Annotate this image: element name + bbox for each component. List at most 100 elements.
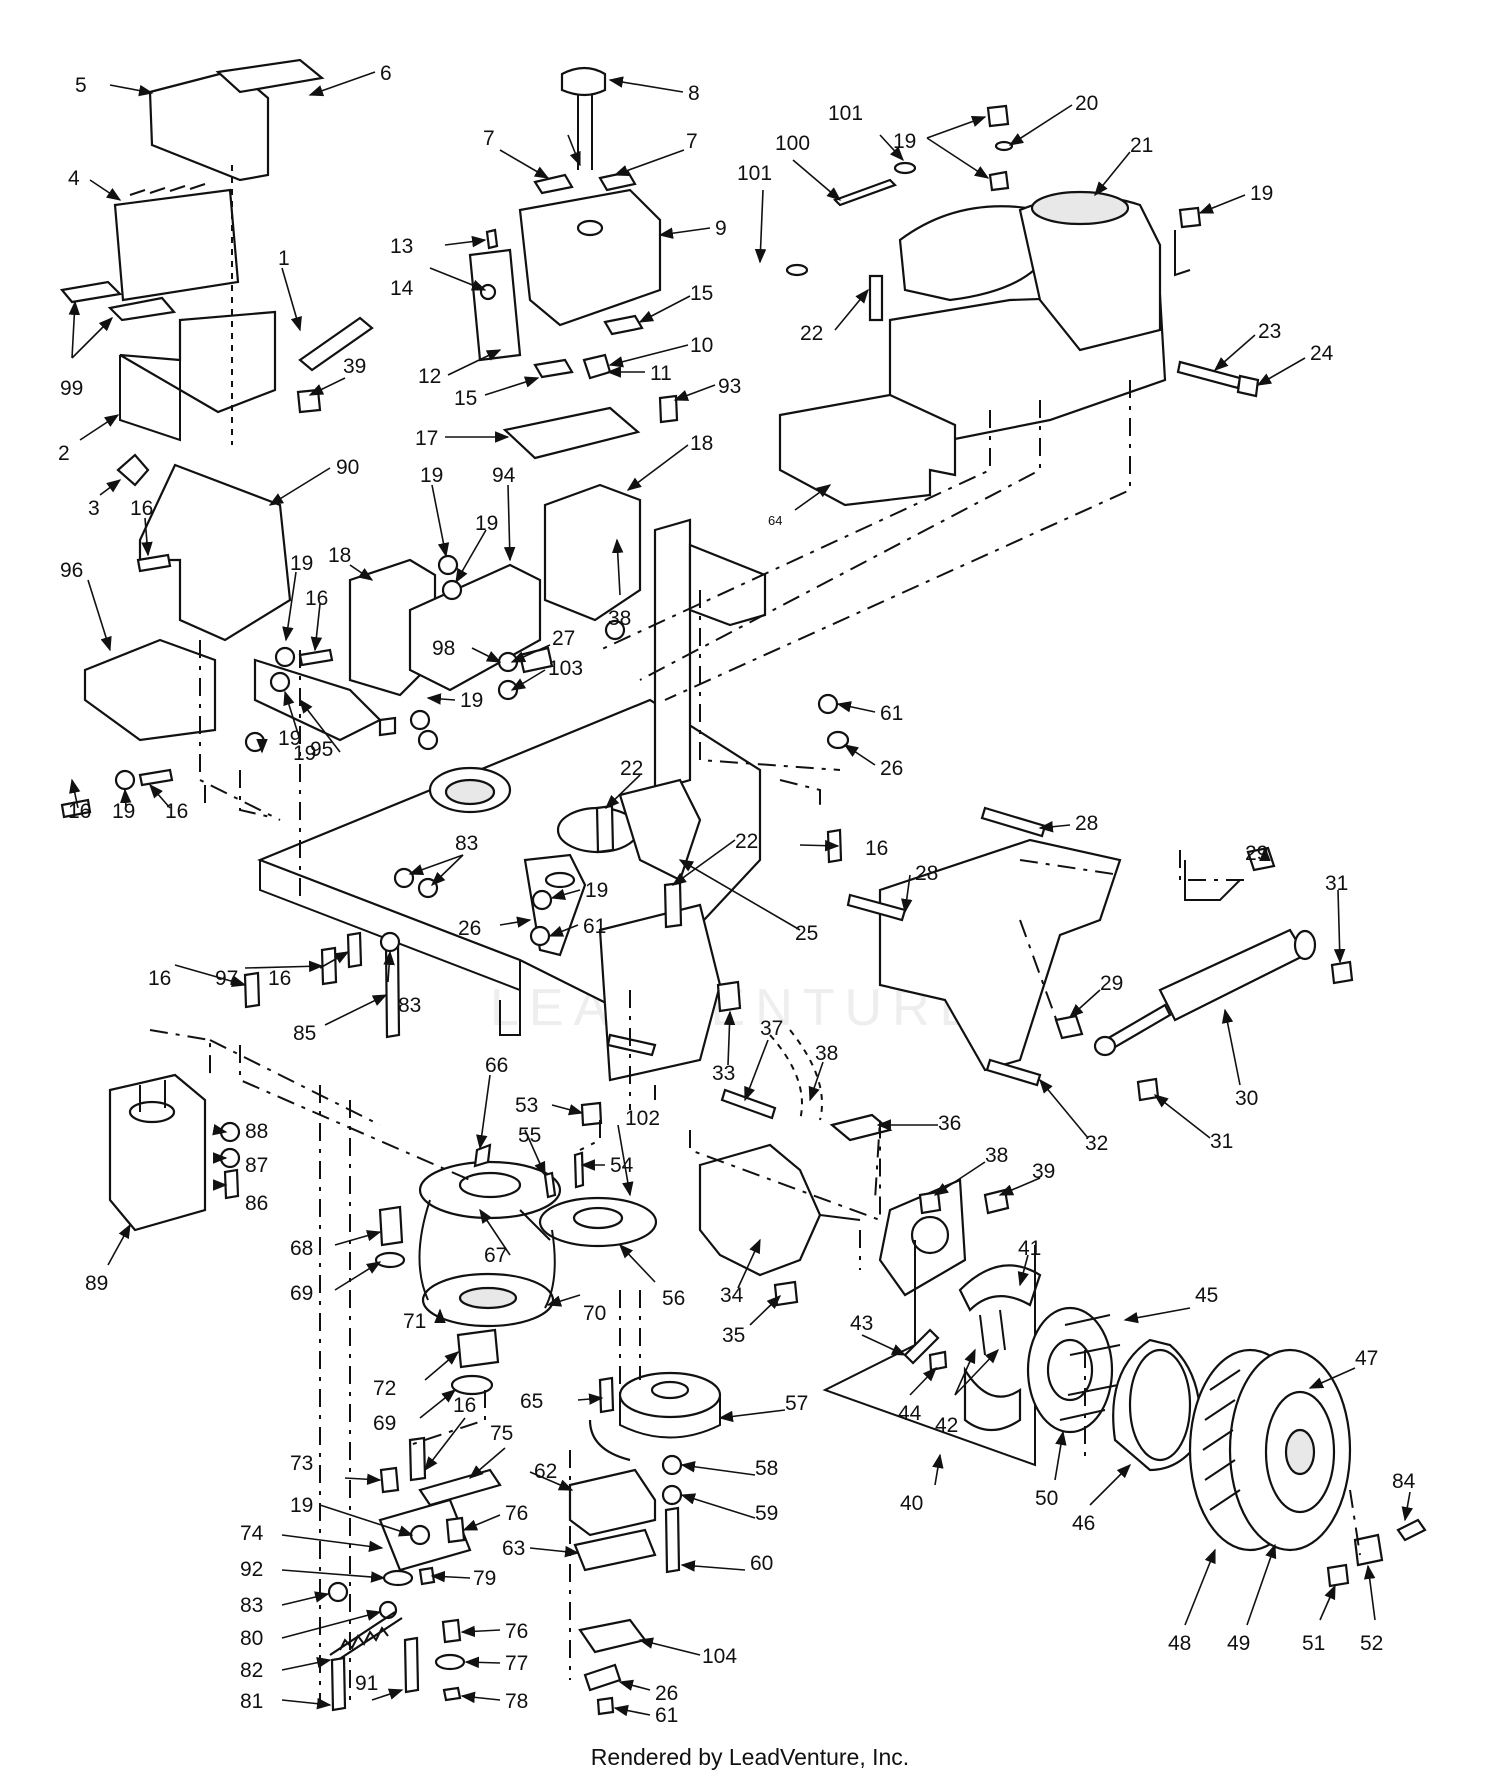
- clutch-group: [568, 1178, 1042, 1716]
- callout-91: 91: [355, 1672, 378, 1695]
- clip-36: [829, 1113, 893, 1142]
- callout-53: 53: [515, 1094, 538, 1117]
- battery-pad-right: [107, 296, 177, 322]
- callout-16-b: 16: [305, 587, 328, 610]
- callout-68: 68: [290, 1237, 313, 1260]
- bolt-16-c: [138, 768, 174, 787]
- callout-46: 46: [1072, 1512, 1095, 1535]
- callout-21: 21: [1130, 134, 1153, 157]
- engine-bolt-22-top: [868, 274, 884, 322]
- battery-group: [59, 58, 374, 487]
- nut-19-engine-a: [986, 104, 1010, 128]
- bolt-81: [330, 1656, 347, 1712]
- callout-101-a: 101: [737, 162, 772, 185]
- callout-54: 54: [610, 1154, 634, 1177]
- callout-28-b: 28: [915, 862, 938, 885]
- callout-59: 59: [755, 1502, 778, 1525]
- callout-101-b: 101: [828, 102, 863, 125]
- callout-38-c: 38: [985, 1144, 1008, 1167]
- callout-19-j: 19: [585, 879, 608, 902]
- callout-5: 5: [75, 74, 87, 97]
- tank-pad-c: [603, 314, 644, 336]
- engine-nut-24: [1236, 374, 1260, 398]
- bolt-16-f: [243, 971, 261, 1009]
- bracket-90: [138, 463, 292, 642]
- bushing-29-lower: [1054, 1014, 1084, 1040]
- callout-19-d: 19: [460, 689, 483, 712]
- callout-81: 81: [240, 1690, 263, 1713]
- battery: [113, 188, 240, 302]
- screw-13: [485, 228, 499, 250]
- nut-31-lower: [1136, 1077, 1160, 1102]
- bolt-28-upper: [980, 806, 1047, 838]
- brake-shoe-41: [958, 1264, 1042, 1312]
- callout-51: 51: [1302, 1632, 1325, 1655]
- key-66: [473, 1143, 492, 1168]
- callout-19-h: 19: [893, 130, 916, 153]
- callout-83-a: 83: [455, 832, 478, 855]
- bolt-102: [606, 1033, 657, 1057]
- stud-79: [418, 1566, 436, 1586]
- tank-mount-plate: [502, 406, 641, 460]
- callout-56: 56: [662, 1287, 685, 1310]
- nut-35: [773, 1280, 799, 1307]
- callout-29-a: 29: [1245, 842, 1268, 865]
- drive-group: [108, 980, 893, 1396]
- nut-61-lower: [596, 1696, 615, 1716]
- engine-group: [778, 104, 1260, 507]
- callout-26-a: 26: [880, 757, 903, 780]
- hydro-motor-34: [698, 1143, 822, 1277]
- callout-16-d: 16: [165, 800, 188, 823]
- bolt-16-g: [346, 931, 363, 969]
- bolt-65: [598, 1376, 615, 1414]
- callout-102: 102: [625, 1107, 660, 1130]
- bolt-86: [223, 1168, 240, 1200]
- callout-30: 30: [1235, 1087, 1258, 1110]
- callout-89: 89: [85, 1272, 108, 1295]
- callout-15-b: 15: [454, 387, 477, 410]
- callout-34: 34: [720, 1284, 744, 1307]
- bolt-22-b: [663, 881, 683, 929]
- callout-58: 58: [755, 1457, 778, 1480]
- bolt-16-d: [60, 798, 92, 819]
- callout-7-b: 7: [686, 130, 698, 153]
- callout-48: 48: [1168, 1632, 1191, 1655]
- bolt-39-brake: [983, 1188, 1010, 1215]
- callout-20: 20: [1075, 92, 1098, 115]
- tank-strap: [468, 248, 522, 362]
- callout-16-i: 16: [453, 1394, 476, 1417]
- spacer-76-a: [445, 1516, 466, 1544]
- callout-2: 2: [58, 442, 70, 465]
- callout-47: 47: [1355, 1347, 1378, 1370]
- callout-12: 12: [418, 365, 441, 388]
- callout-19-i: 19: [1250, 182, 1273, 205]
- callout-29-b: 29: [1100, 972, 1123, 995]
- bolt-85: [384, 941, 401, 1039]
- callout-15-a: 15: [690, 282, 713, 305]
- callout-71: 71: [403, 1310, 426, 1333]
- callout-95: 95: [310, 738, 333, 761]
- callout-13: 13: [390, 235, 413, 258]
- callout-22-b: 22: [620, 757, 643, 780]
- callouts: 5 6 4 1 99 39 2 3 90 16 96 19 16 18 19 1…: [58, 62, 1416, 1727]
- callout-7-a: 7: [483, 127, 495, 150]
- bracket-94: [408, 563, 542, 692]
- spacer-73: [379, 1466, 400, 1494]
- callout-88: 88: [245, 1120, 268, 1143]
- callout-19-f: 19: [278, 727, 301, 750]
- bolt-91: [403, 1636, 420, 1694]
- brake-shoe-lower: [963, 1366, 1022, 1432]
- nut-31-upper: [1330, 960, 1354, 985]
- callout-60: 60: [750, 1552, 773, 1575]
- callout-3: 3: [88, 497, 100, 520]
- callout-16-a: 16: [130, 497, 153, 520]
- spring-82: [329, 1611, 403, 1661]
- callout-19-k: 19: [290, 1494, 313, 1517]
- spacer-33: [716, 980, 742, 1013]
- callout-17: 17: [415, 427, 438, 450]
- callout-86: 86: [245, 1192, 268, 1215]
- callout-22-a: 22: [800, 322, 823, 345]
- callout-35: 35: [722, 1324, 745, 1347]
- wing-nut: [116, 453, 150, 487]
